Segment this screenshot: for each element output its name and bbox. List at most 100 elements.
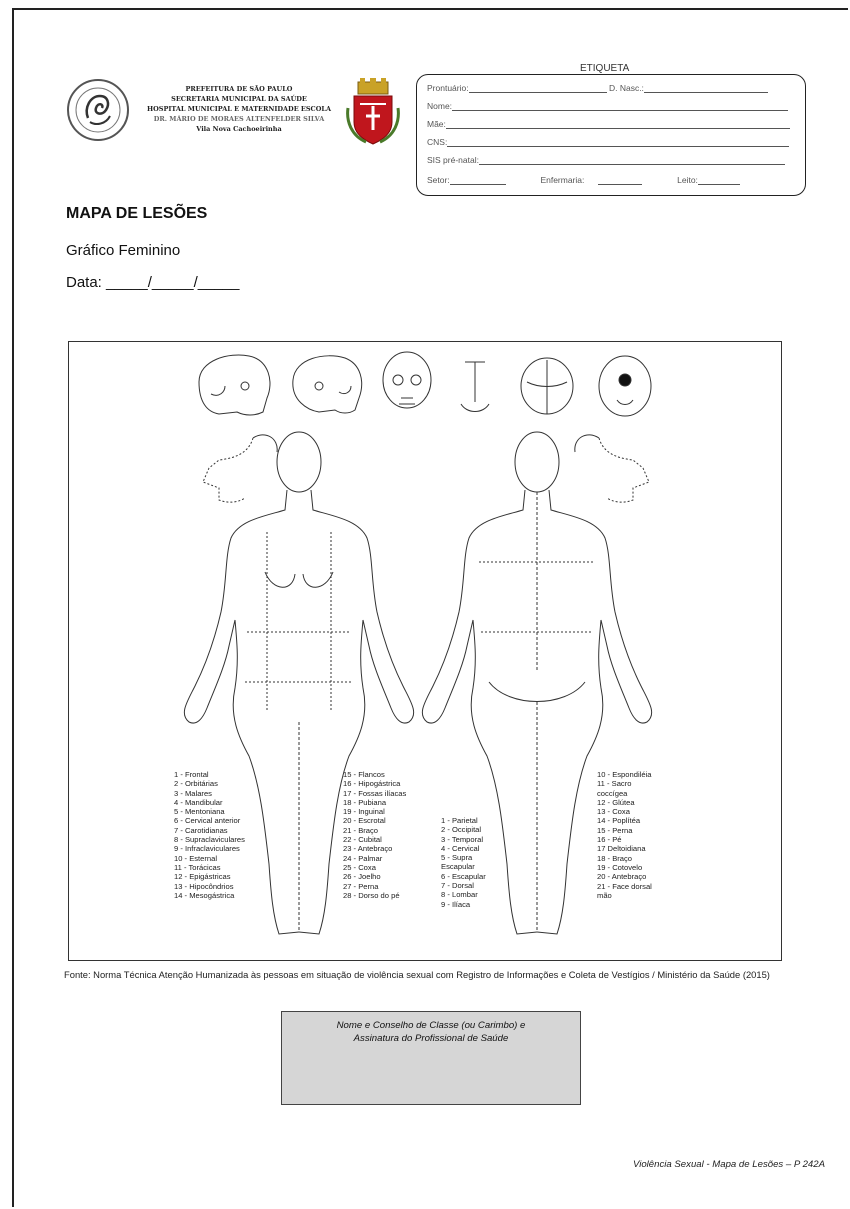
setor-line[interactable] bbox=[450, 175, 506, 185]
leito-label: Leito: bbox=[677, 175, 698, 185]
enfermaria-label: Enfermaria: bbox=[540, 175, 584, 185]
legend-item: 6 - Cervical anterior bbox=[174, 816, 245, 825]
legend-item: 16 - Hipogástrica bbox=[343, 779, 406, 788]
skull-side-left-icon bbox=[199, 355, 270, 415]
legend-item: 10 - Espondiléia bbox=[597, 770, 652, 779]
legend-item: 21 - Face dorsal bbox=[597, 882, 652, 891]
page-footer: Violência Sexual - Mapa de Lesões – P 24… bbox=[633, 1159, 825, 1170]
legend-item: 18 - Braço bbox=[597, 854, 652, 863]
legend-item: 23 - Antebraço bbox=[343, 844, 406, 853]
skull-back-icon bbox=[521, 358, 573, 414]
legend-item: 28 - Dorso do pé bbox=[343, 891, 406, 900]
legend-item: 11 - Torácicas bbox=[174, 863, 245, 872]
skull-side-right-icon bbox=[293, 356, 362, 413]
legend-item: 2 - Orbitárias bbox=[174, 779, 245, 788]
enfermaria-line[interactable] bbox=[598, 175, 642, 185]
legend-item: 5 - Mentoniana bbox=[174, 807, 245, 816]
legend-item: 12 - Glútea bbox=[597, 798, 652, 807]
institution-line: HOSPITAL MUNICIPAL E MATERNIDADE ESCOLA bbox=[134, 104, 344, 114]
legend-item: mão bbox=[597, 891, 652, 900]
prontuario-label: Prontuário: bbox=[427, 83, 469, 93]
label-row-mae: Mãe: bbox=[427, 119, 795, 129]
mae-label: Mãe: bbox=[427, 119, 446, 129]
head-profile-left-icon bbox=[203, 435, 277, 502]
legend-item: coccígea bbox=[597, 789, 652, 798]
legend-item: 2 - Occipital bbox=[441, 825, 486, 834]
legend-front-col1: 1 - Frontal 2 - Orbitárias 3 - Malares 4… bbox=[174, 770, 245, 900]
legend-item: 6 - Escapular bbox=[441, 872, 486, 881]
birthdate-label: D. Nasc.: bbox=[609, 83, 644, 93]
label-row-nome: Nome: bbox=[427, 101, 795, 111]
legend-item: 15 - Perna bbox=[597, 826, 652, 835]
legend-item: 16 - Pé bbox=[597, 835, 652, 844]
legend-front-col2: 15 - Flancos 16 - Hipogástrica 17 - Foss… bbox=[343, 770, 406, 900]
legend-item: 11 - Sacro bbox=[597, 779, 652, 788]
legend-item: 8 - Supraclaviculares bbox=[174, 835, 245, 844]
legend-item: 12 - Epigástricas bbox=[174, 872, 245, 881]
label-row-prontuario: Prontuário: D. Nasc.: bbox=[427, 83, 795, 93]
legend-item: 17 Deltoidiana bbox=[597, 844, 652, 853]
nome-label: Nome: bbox=[427, 101, 452, 111]
legend-item: 9 - Ilíaca bbox=[441, 900, 486, 909]
signature-line-1: Nome e Conselho de Classe (ou Carimbo) e bbox=[282, 1019, 580, 1032]
legend-item: 4 - Mandibular bbox=[174, 798, 245, 807]
legend-item: 13 - Coxa bbox=[597, 807, 652, 816]
cns-line[interactable] bbox=[447, 137, 789, 147]
legend-item: 17 - Fossas ilíacas bbox=[343, 789, 406, 798]
body-map-figure: 1 - Frontal 2 - Orbitárias 3 - Malares 4… bbox=[68, 341, 782, 961]
skull-top-icon bbox=[461, 362, 489, 412]
legend-item: 4 - Cervical bbox=[441, 844, 486, 853]
legend-item: 10 - Esternal bbox=[174, 854, 245, 863]
legend-item: 9 - Infraclaviculares bbox=[174, 844, 245, 853]
legend-item: 14 - Mesogástrica bbox=[174, 891, 245, 900]
signature-line-2: Assinatura do Profissional de Saúde bbox=[282, 1032, 580, 1045]
source-note: Fonte: Norma Técnica Atenção Humanizada … bbox=[64, 968, 804, 982]
legend-item: 3 - Temporal bbox=[441, 835, 486, 844]
legend-item: 1 - Parietal bbox=[441, 816, 486, 825]
nome-line[interactable] bbox=[452, 101, 788, 111]
leito-line[interactable] bbox=[698, 175, 740, 185]
city-coat-of-arms-icon bbox=[346, 78, 400, 148]
legend-item: 19 - Inguinal bbox=[343, 807, 406, 816]
label-row-cns: CNS: bbox=[427, 137, 795, 147]
legend-item: 21 - Braço bbox=[343, 826, 406, 835]
skull-front-icon bbox=[383, 352, 431, 408]
cns-label: CNS: bbox=[427, 137, 447, 147]
sis-line[interactable] bbox=[479, 155, 785, 165]
legend-back-col1: 1 - Parietal 2 - Occipital 3 - Temporal … bbox=[441, 816, 486, 909]
sis-label: SIS pré-natal: bbox=[427, 155, 479, 165]
label-row-sis: SIS pré-natal: bbox=[427, 155, 795, 165]
prontuario-line[interactable] bbox=[469, 83, 607, 93]
legend-item: 25 - Coxa bbox=[343, 863, 406, 872]
legend-item: 5 - Supra bbox=[441, 853, 486, 862]
legend-item: 22 - Cubital bbox=[343, 835, 406, 844]
legend-item: 26 - Joelho bbox=[343, 872, 406, 881]
legend-item: 20 - Escrotal bbox=[343, 816, 406, 825]
birthdate-line[interactable] bbox=[644, 83, 768, 93]
legend-item: 8 - Lombar bbox=[441, 890, 486, 899]
legend-item: 18 - Pubiana bbox=[343, 798, 406, 807]
setor-label: Setor: bbox=[427, 175, 450, 185]
head-profile-right-icon bbox=[575, 435, 649, 502]
skull-base-icon bbox=[599, 356, 651, 416]
legend-item: 7 - Dorsal bbox=[441, 881, 486, 890]
document-title: MAPA DE LESÕES bbox=[66, 205, 207, 223]
hospital-logo-icon bbox=[66, 78, 130, 142]
legend-item: 20 - Antebraço bbox=[597, 872, 652, 881]
legend-item: 14 - Poplítéa bbox=[597, 816, 652, 825]
date-field[interactable]: Data: _____/_____/_____ bbox=[66, 274, 240, 291]
document-subtitle: Gráfico Feminino bbox=[66, 242, 180, 259]
legend-item: 7 - Carotidianas bbox=[174, 826, 245, 835]
legend-item: 1 - Frontal bbox=[174, 770, 245, 779]
patient-label-box: Prontuário: D. Nasc.: Nome: Mãe: CNS: SI… bbox=[416, 74, 806, 196]
label-row-setor: Setor: Enfermaria: Leito: bbox=[427, 175, 795, 185]
legend-item: Escapular bbox=[441, 862, 486, 871]
legend-back-col2: 10 - Espondiléia 11 - Sacro coccígea 12 … bbox=[597, 770, 652, 900]
institution-line: DR. MÁRIO DE MORAES ALTENFELDER SILVA bbox=[134, 114, 344, 124]
legend-item: 27 - Perna bbox=[343, 882, 406, 891]
label-title: ETIQUETA bbox=[580, 63, 629, 74]
mae-line[interactable] bbox=[446, 119, 790, 129]
institution-line: PREFEITURA DE SÃO PAULO bbox=[134, 84, 344, 94]
legend-item: 3 - Malares bbox=[174, 789, 245, 798]
signature-box[interactable]: Nome e Conselho de Classe (ou Carimbo) e… bbox=[281, 1011, 581, 1105]
